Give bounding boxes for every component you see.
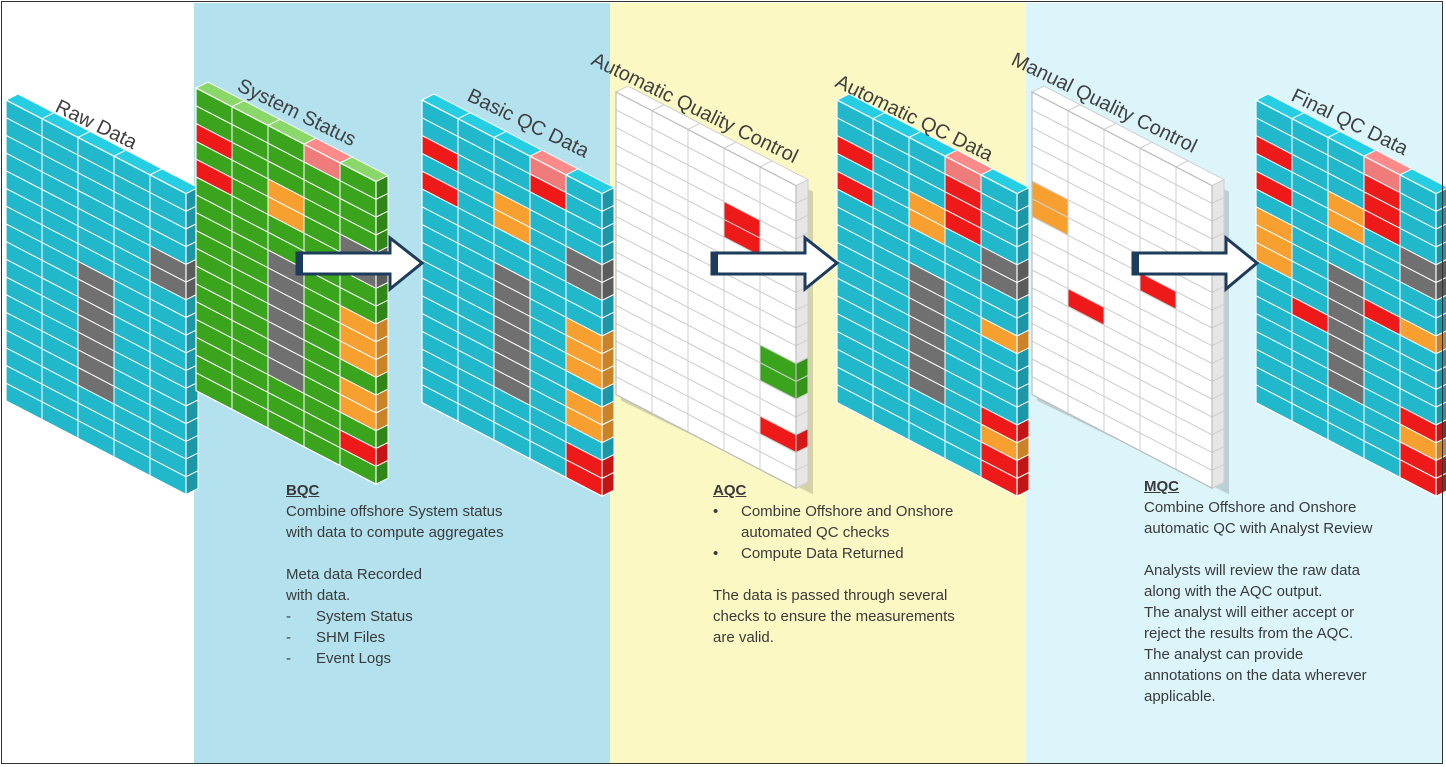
aqc-list-item: • Combine Offshore and Onshore — [713, 503, 954, 520]
bullet-marker: • — [713, 545, 719, 562]
bqc-line: Combine offshore System status — [286, 503, 503, 520]
aqc-paragraph-line: checks to ensure the measurements — [713, 608, 955, 625]
bqc-description: BQC Combine offshore System status with … — [286, 480, 504, 669]
dash-marker: - — [286, 629, 291, 646]
bqc-line: with data to compute aggregates — [286, 524, 504, 541]
mqc-paragraph-line: annotations on the data wherever — [1144, 667, 1367, 684]
mqc-paragraph-line: Analysts will review the raw data — [1144, 562, 1360, 579]
mqc-paragraph-line: The analyst will either accept or — [1144, 604, 1355, 621]
mqc-paragraph-line: along with the AQC output. — [1144, 583, 1323, 600]
bqc-list-item: - System Status — [286, 608, 413, 625]
dash-marker: - — [286, 650, 291, 667]
mqc-paragraph-line: reject the results from the AQC. — [1144, 625, 1354, 642]
grid-outline — [1255, 99, 1437, 498]
dash-marker: - — [286, 608, 291, 625]
bqc-list-item: - Event Logs — [286, 650, 392, 667]
automatic-quality-control-grid: Automatic Quality Control — [588, 49, 813, 495]
manual-quality-control-grid: Manual Quality Control — [1008, 49, 1229, 495]
aqc-list-item-continued: automated QC checks — [741, 524, 890, 541]
aqc-paragraph-line: The data is passed through several — [713, 587, 948, 604]
automatic-qc-data-grid: Automatic QC Data — [832, 71, 1031, 498]
grid-outline — [615, 91, 797, 490]
bqc-meta-line: with data. — [286, 587, 351, 604]
bullet-marker: • — [713, 503, 719, 520]
bqc-heading: BQC — [286, 482, 320, 499]
grid-outline — [5, 99, 187, 496]
bqc-list-item: - SHM Files — [286, 629, 386, 646]
mqc-paragraph-line: The analyst can provide — [1144, 646, 1304, 663]
mqc-description: MQC Combine Offshore and Onshore automat… — [1144, 476, 1372, 707]
aqc-paragraph-line: are valid. — [713, 629, 774, 646]
raw-data-grid: Raw Data — [4, 93, 200, 496]
final-qc-data-grid: Final QC Data — [1254, 85, 1446, 498]
grid-outline — [195, 87, 377, 486]
aqc-heading: AQC — [713, 482, 747, 499]
flow-arrow-mqc — [1131, 234, 1260, 293]
mqc-line: Combine Offshore and Onshore — [1144, 499, 1357, 516]
grid-outline — [421, 99, 603, 498]
mqc-paragraph-line: applicable. — [1144, 688, 1216, 705]
flow-arrow-aqc — [710, 234, 840, 293]
mqc-heading: MQC — [1144, 478, 1179, 495]
aqc-description: AQC • Combine Offshore and Onshore autom… — [713, 480, 955, 648]
bqc-meta-line: Meta data Recorded — [286, 566, 422, 583]
mqc-line: automatic QC with Analyst Review — [1144, 520, 1373, 537]
flow-arrow-bqc — [295, 234, 425, 293]
system-status-grid: System Status — [194, 75, 390, 486]
grid-outline — [1031, 91, 1213, 490]
grid-outline — [836, 99, 1018, 498]
aqc-list-item: • Compute Data Returned — [713, 545, 904, 562]
basic-qc-data-grid: Basic QC Data — [420, 85, 616, 498]
